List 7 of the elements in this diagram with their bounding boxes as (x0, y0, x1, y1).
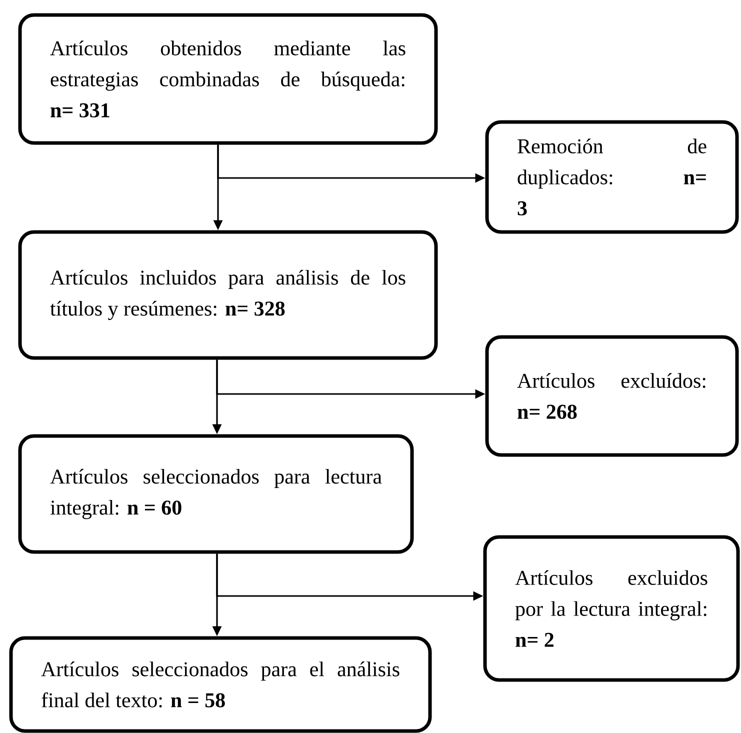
process-box: Artículos seleccionados para el análisis final del texto: n = 58 (9, 636, 432, 733)
process-box: Artículos obtenidos mediante las estrategias combinadas de búsqueda: n= 331 (18, 13, 438, 145)
process-box: Artículos incluidos para análisis de los títulos y resúmenes: n= 328 (18, 230, 438, 360)
process-box: Remoción de duplicados: n= 3 (485, 120, 739, 234)
process-box: Artículos excluídos: n= 268 (485, 335, 739, 457)
process-box: Artículos seleccionados para lectura integral: n = 60 (18, 434, 414, 554)
process-box: Artículos excluidos por la lectura integral: n= 2 (483, 535, 740, 682)
